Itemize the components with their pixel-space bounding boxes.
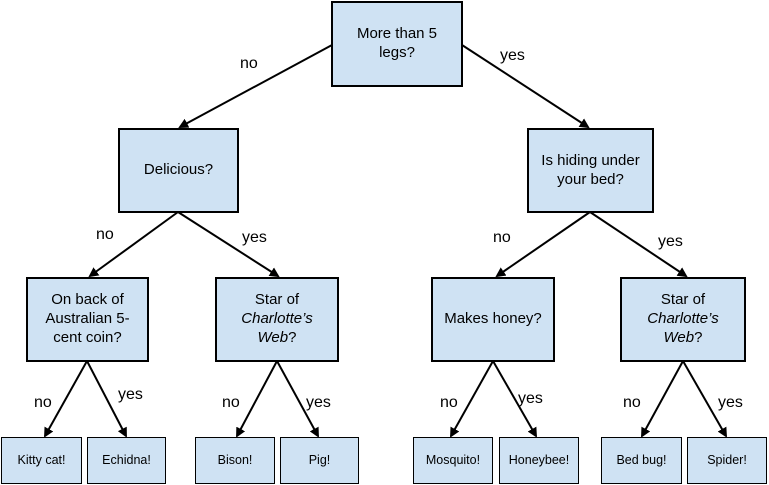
leaf-node: Bed bug! (601, 437, 682, 484)
leaf-node: Pig! (280, 437, 359, 484)
edge-rl-yes (492, 360, 537, 438)
root-node: More than 5 legs? (331, 1, 463, 87)
edge-label-no: no (493, 229, 511, 246)
edge-right-no (495, 211, 591, 278)
leaf-node: Spider! (687, 437, 767, 484)
left-right-question-title: Charlotte’s Web (241, 310, 313, 346)
leaf-label: Pig! (308, 452, 331, 467)
edge-left-no (88, 211, 179, 278)
edge-label-no: no (623, 394, 641, 411)
edge-label-yes: yes (518, 390, 543, 407)
leaf-label: Honeybee! (508, 452, 570, 467)
leaf-node: Kitty cat! (1, 437, 82, 484)
edge-label-no: no (34, 394, 52, 411)
left-question: Delicious? (143, 161, 214, 179)
root-question: More than 5 legs? (356, 25, 438, 61)
edge-rr-no (641, 360, 684, 438)
leaf-node: Bison! (195, 437, 275, 484)
right-left-node: Makes honey? (431, 277, 555, 362)
left-left-question: On back of Australian 5-cent coin? (45, 291, 130, 346)
edge-right-yes (589, 211, 688, 278)
edge-label-yes: yes (242, 229, 267, 246)
leaf-label: Bison! (217, 452, 253, 467)
edge-label-yes: yes (306, 394, 331, 411)
edge-root-no (178, 44, 333, 128)
leaf-label: Kitty cat! (17, 452, 66, 467)
left-node: Delicious? (118, 128, 239, 213)
edge-ll-no (44, 360, 88, 438)
leaf-node: Echidna! (87, 437, 166, 484)
right-right-question-post: ? (694, 328, 703, 346)
right-left-question: Makes honey? (444, 310, 542, 328)
edge-label-yes: yes (500, 47, 525, 64)
edge-label-no: no (222, 394, 240, 411)
edge-ll-yes (86, 360, 127, 438)
right-node: Is hiding under your bed? (527, 128, 654, 213)
right-right-question-title: Charlotte’s Web (647, 310, 719, 346)
right-right-question-pre: Star of (660, 291, 706, 309)
edge-label-no: no (440, 394, 458, 411)
edge-root-yes (461, 44, 590, 129)
edge-left-yes (177, 211, 280, 278)
edge-label-yes: yes (118, 386, 143, 403)
leaf-node: Honeybee! (499, 437, 579, 484)
right-question: Is hiding under your bed? (541, 151, 640, 188)
left-right-question-pre: Star of (254, 291, 300, 309)
edge-lr-no (236, 360, 278, 438)
edge-label-yes: yes (658, 233, 683, 250)
edge-lr-yes (276, 360, 319, 438)
left-right-question-post: ? (288, 328, 297, 346)
edge-label-yes: yes (718, 394, 743, 411)
leaf-label: Echidna! (102, 452, 151, 467)
edge-label-no: no (96, 226, 114, 243)
edge-rr-yes (682, 360, 727, 438)
edge-rl-no (450, 360, 494, 438)
leaf-node: Mosquito! (413, 437, 493, 484)
leaf-label: Spider! (707, 452, 747, 467)
leaf-label: Bed bug! (616, 452, 667, 467)
left-left-node: On back of Australian 5-cent coin? (26, 277, 149, 362)
edge-label-no: no (240, 55, 258, 72)
leaf-label: Mosquito! (425, 452, 481, 467)
